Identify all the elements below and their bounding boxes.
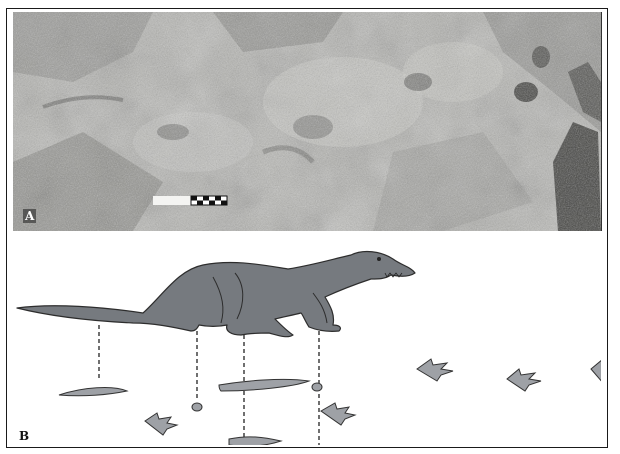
dinosaur-icon bbox=[17, 252, 415, 337]
trackway-photo bbox=[13, 12, 601, 231]
manus-impression bbox=[192, 403, 202, 411]
tail-drag-mark bbox=[229, 437, 281, 445]
footprint-icon bbox=[321, 403, 355, 425]
footprint-icon bbox=[507, 369, 541, 391]
panel-a-label: A bbox=[23, 209, 36, 223]
tail-drag-mark bbox=[59, 388, 127, 396]
panel-b-drawing: B bbox=[13, 235, 601, 445]
manus-impression bbox=[312, 383, 322, 391]
panel-b-label: B bbox=[19, 429, 29, 443]
panel-a-photograph: A bbox=[13, 12, 602, 231]
trackmaker-reconstruction bbox=[13, 235, 601, 445]
scale-bar bbox=[153, 196, 227, 205]
trackway-traces bbox=[59, 359, 601, 445]
tail-drag-mark bbox=[219, 379, 309, 391]
figure-frame: A bbox=[6, 8, 608, 448]
footprint-icon bbox=[417, 359, 453, 381]
footprint-icon bbox=[591, 359, 601, 383]
footprint-icon bbox=[145, 413, 177, 435]
